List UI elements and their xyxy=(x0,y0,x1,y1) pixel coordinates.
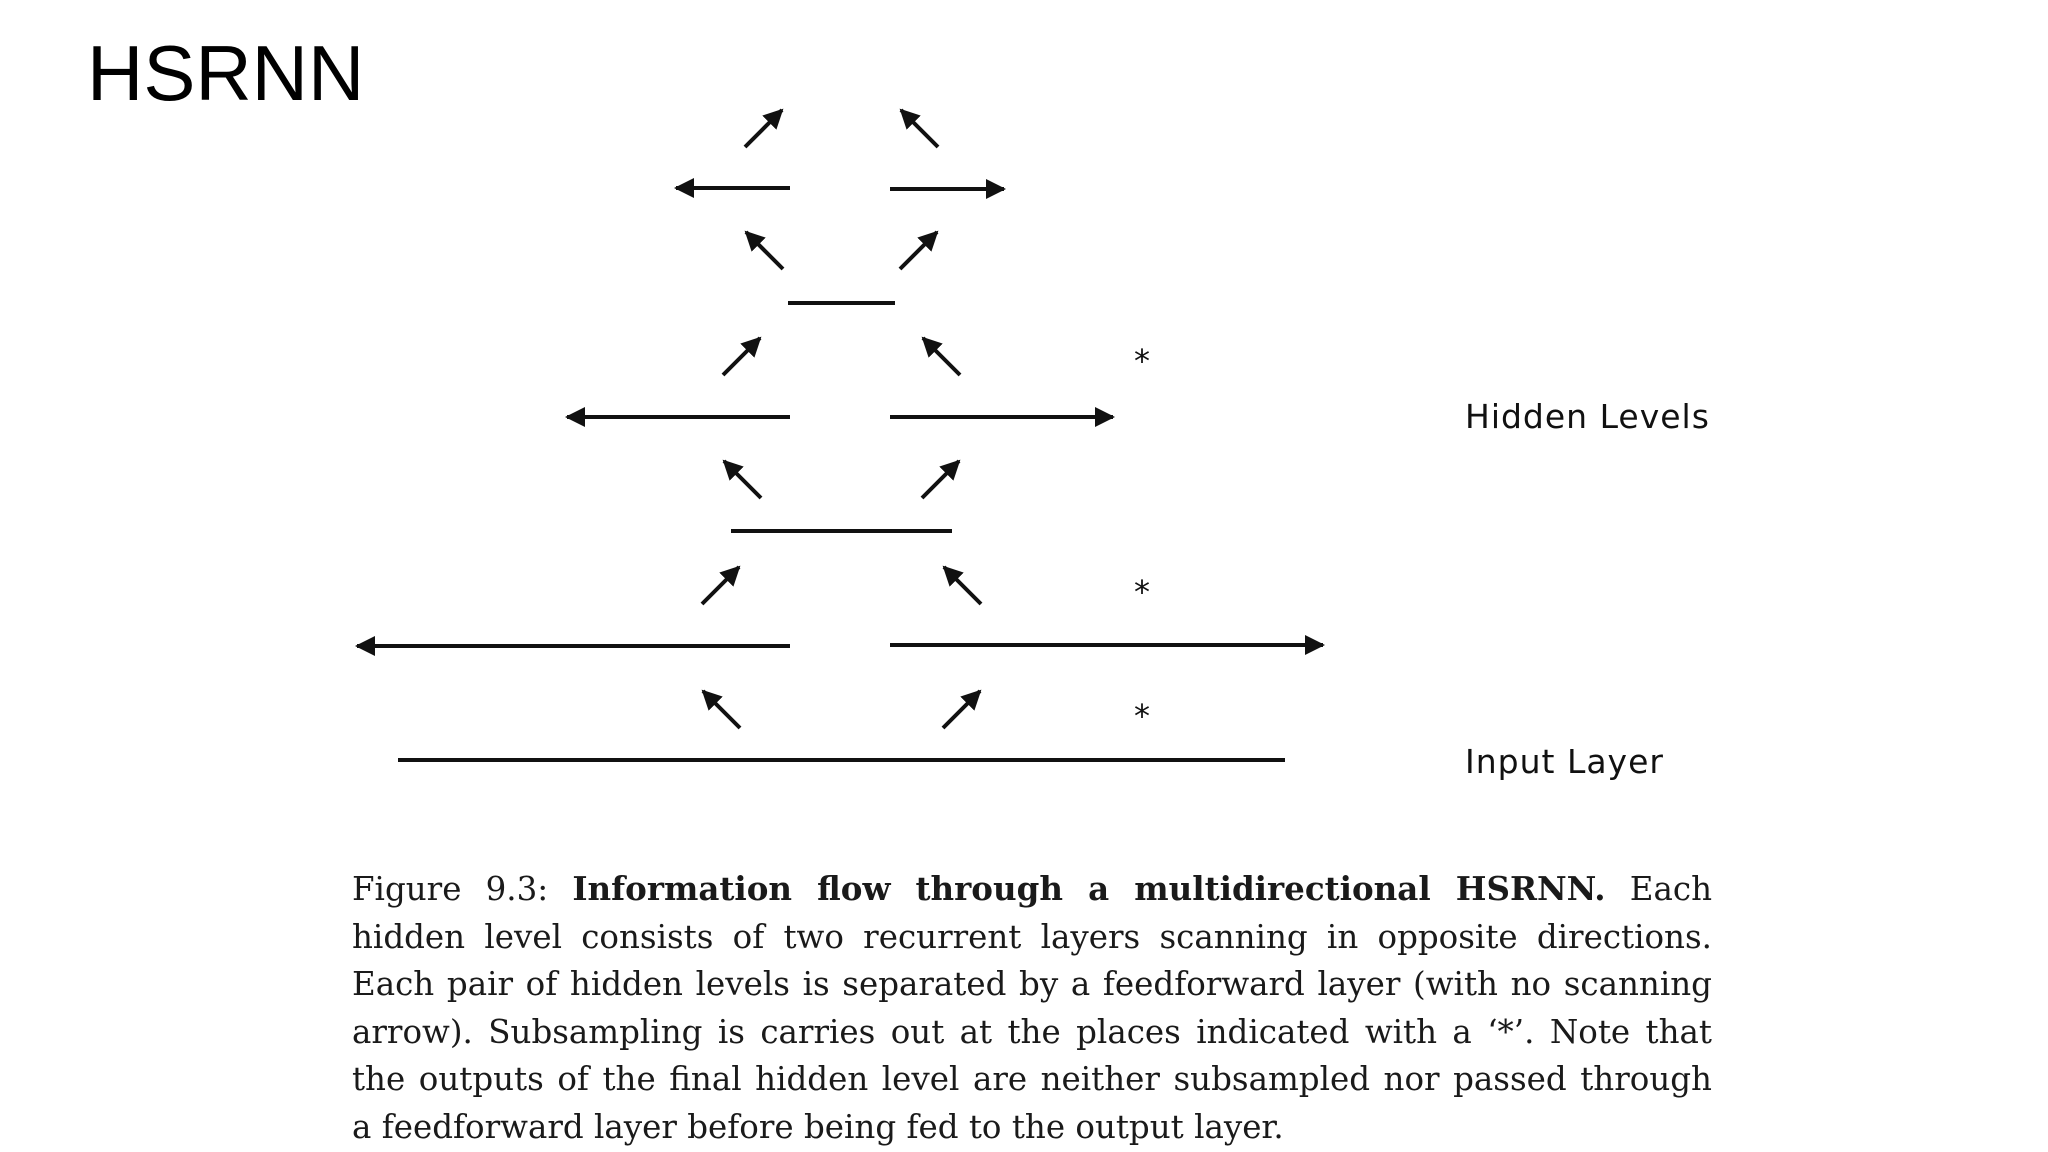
diagonal-arrow-up-left xyxy=(701,689,742,730)
diagonal-arrow-up-right xyxy=(941,689,982,730)
slide-title: HSRNN xyxy=(87,29,365,117)
caption-line-5: the outputs of the final hidden level ar… xyxy=(352,1060,1712,1098)
diagonal-arrow-up-right xyxy=(898,230,939,271)
subsample-marker: * xyxy=(1134,573,1150,611)
diagonal-arrow-up-right xyxy=(721,336,762,377)
figure-caption: Figure 9.3: Information flow through a m… xyxy=(352,865,1712,1151)
diagonal-arrow-up-left xyxy=(942,565,983,606)
caption-prefix: Figure 9.3: xyxy=(352,870,573,908)
caption-line1-rest: Each xyxy=(1605,870,1712,908)
caption-line-2: hidden level consists of two recurrent l… xyxy=(352,917,1712,956)
diagonal-arrow-up-right xyxy=(743,108,784,149)
diagonal-arrow-up-left xyxy=(899,108,940,149)
diagonal-arrow-up-right xyxy=(700,565,741,606)
subsample-marker: * xyxy=(1134,697,1150,735)
diagonal-arrow-up-left xyxy=(921,336,962,377)
caption-line-4: arrow). Subsampling is carries out at th… xyxy=(352,1012,1712,1051)
caption-line-1: Figure 9.3: Information flow through a m… xyxy=(352,865,1712,914)
input-layer-label: Input Layer xyxy=(1465,742,1664,781)
diagonal-arrow-up-left xyxy=(722,459,763,500)
caption-line-3: Each pair of hidden levels is separated … xyxy=(352,965,1712,1003)
caption-bold-title: Information flow through a multidirectio… xyxy=(572,869,1606,908)
diagonal-arrow-up-right xyxy=(920,459,961,500)
hidden-levels-label: Hidden Levels xyxy=(1465,397,1710,436)
caption-line-6: a feedforward layer before being fed to … xyxy=(352,1107,1284,1146)
diagonal-arrow-up-left xyxy=(744,230,785,271)
subsample-marker: * xyxy=(1134,342,1150,380)
